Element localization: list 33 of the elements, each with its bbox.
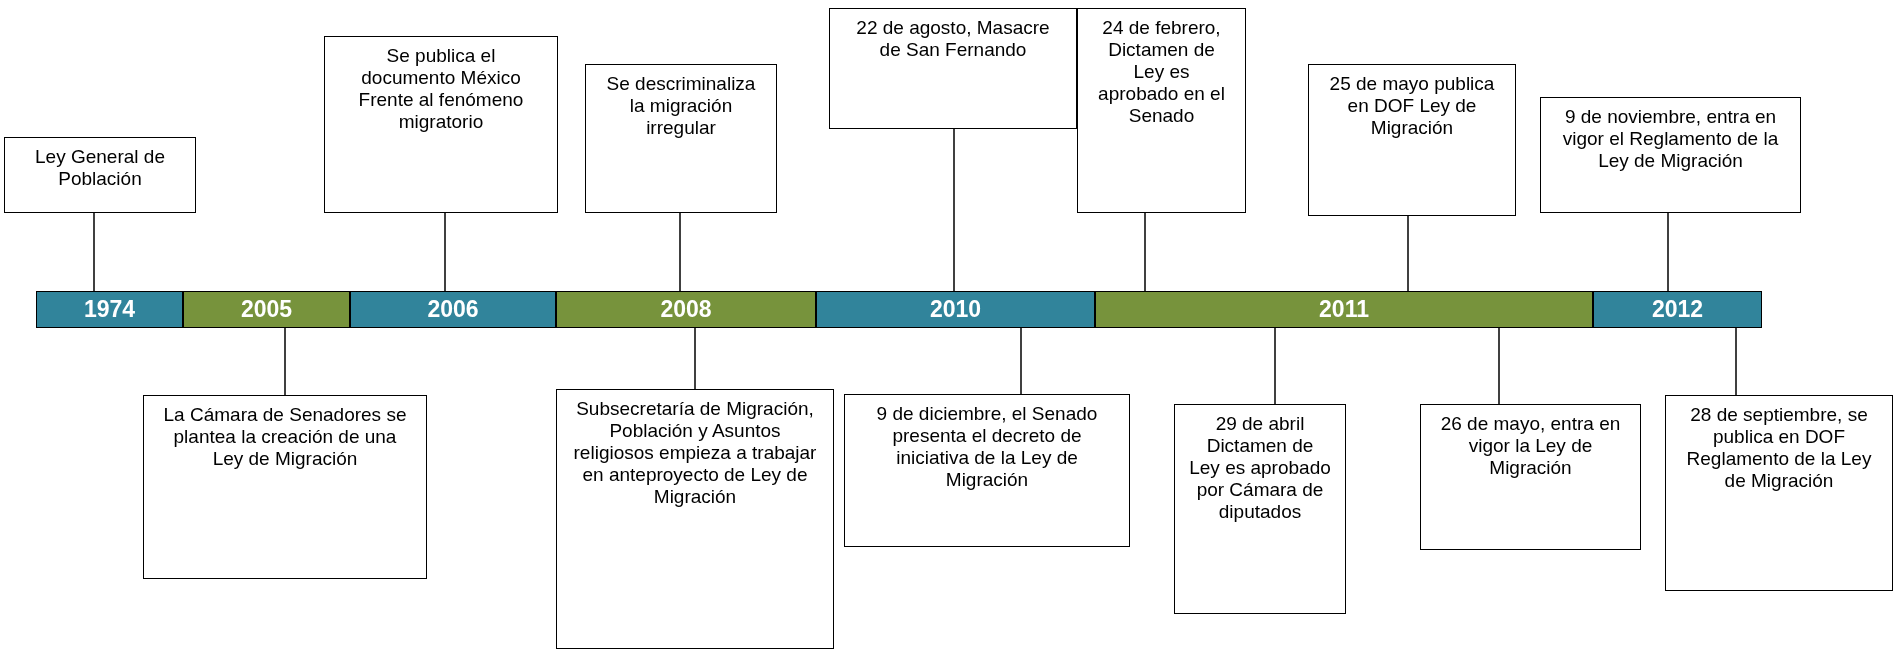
connector-line <box>953 128 955 292</box>
event-box: 25 de mayo publica en DOF Ley de Migración <box>1308 64 1516 216</box>
event-box: Subsecretaría de Migración, Población y Asuntos religiosos empieza a trabajar en anteproyecto de Ley de Migración <box>556 389 834 649</box>
event-box: La Cámara de Senadores se plantea la creación de una Ley de Migración <box>143 395 427 579</box>
connector-line <box>93 212 95 292</box>
connector-line <box>1020 327 1022 395</box>
year-segment: 2008 <box>556 291 816 328</box>
connector-line <box>1735 327 1737 396</box>
connector-line <box>284 327 286 396</box>
connector-line <box>1407 215 1409 292</box>
event-box: 24 de febrero, Dictamen de Ley es aprobado en el Senado <box>1077 8 1246 213</box>
event-box: 29 de abril Dictamen de Ley es aprobado por Cámara de diputados <box>1174 404 1346 614</box>
event-box: Se descriminaliza la migración irregular <box>585 64 777 213</box>
connector-line <box>679 212 681 292</box>
connector-line <box>444 212 446 292</box>
event-box: 26 de mayo, entra en vigor la Ley de Migración <box>1420 404 1641 550</box>
connector-line <box>694 327 696 390</box>
connector-line <box>1498 327 1500 405</box>
event-box: Se publica el documento México Frente al fenómeno migratorio <box>324 36 558 213</box>
year-segment: 2010 <box>816 291 1095 328</box>
event-box: Ley General de Población <box>4 137 196 213</box>
connector-line <box>1667 212 1669 292</box>
connector-line <box>1274 327 1276 405</box>
year-segment: 2012 <box>1593 291 1762 328</box>
event-box: 28 de septiembre, se publica en DOF Reglamento de la Ley de Migración <box>1665 395 1893 591</box>
connector-line <box>1144 212 1146 292</box>
event-box: 9 de diciembre, el Senado presenta el decreto de iniciativa de la Ley de Migración <box>844 394 1130 547</box>
event-box: 9 de noviembre, entra en vigor el Reglamento de la Ley de Migración <box>1540 97 1801 213</box>
event-box: 22 de agosto, Masacre de San Fernando <box>829 8 1077 129</box>
year-segment: 1974 <box>36 291 183 328</box>
year-segment: 2005 <box>183 291 350 328</box>
year-segment: 2006 <box>350 291 556 328</box>
year-segment: 2011 <box>1095 291 1593 328</box>
